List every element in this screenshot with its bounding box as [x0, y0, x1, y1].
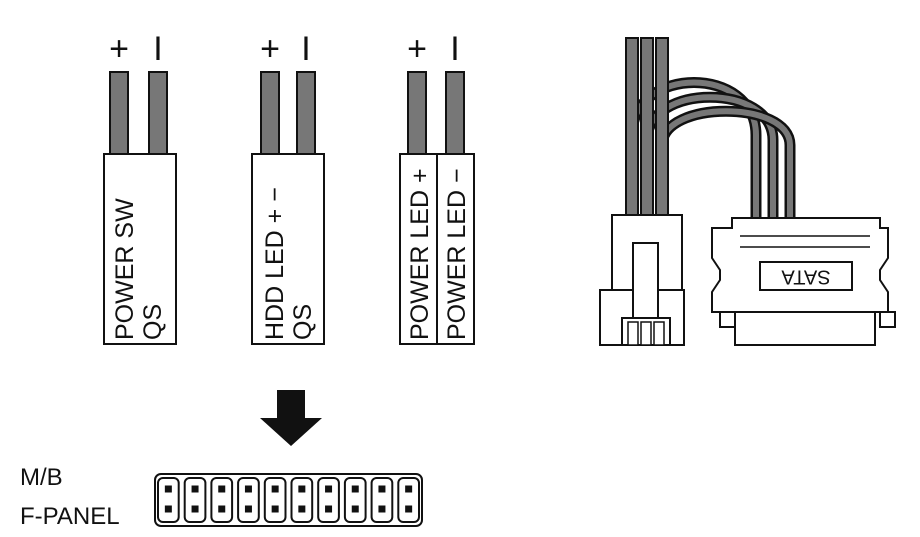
- header-pin: [164, 485, 172, 493]
- hdd-led-wire-minus: [296, 71, 316, 155]
- header-pin: [351, 505, 359, 513]
- power-sw-wire-minus: [148, 71, 168, 155]
- power-sw-plus-sign: +: [109, 30, 129, 68]
- power-sw-qs-label: QS: [139, 304, 167, 340]
- pin-slot: [237, 477, 260, 523]
- header-pin: [218, 485, 226, 493]
- power-led-minus-sign: I: [450, 30, 459, 68]
- power-led-connector: + I POWER LED + POWER LED −: [399, 30, 475, 345]
- sata-foot-left: [719, 311, 736, 328]
- pin-slot: [290, 477, 314, 523]
- header-pin: [325, 485, 333, 493]
- hdd-led-housing: [251, 153, 325, 345]
- power-led-minus-housing: [436, 153, 475, 345]
- header-pin: [271, 485, 279, 493]
- pin-slot: [317, 477, 340, 523]
- fpanel-pin-header: [154, 473, 423, 527]
- header-pin: [298, 505, 306, 513]
- pin-slot: [183, 477, 207, 523]
- pin-slot: [263, 477, 287, 523]
- power-sw-minus-sign: I: [153, 30, 162, 68]
- sata-wire-1: [625, 37, 639, 216]
- header-pin: [271, 505, 279, 513]
- header-pin: [244, 505, 252, 513]
- sata-label-box: [759, 261, 853, 291]
- power-sw-label: POWER SW: [111, 198, 139, 340]
- power-sw-connector: + I POWER SW QS: [103, 30, 177, 345]
- hdd-led-plus-sign: +: [260, 30, 280, 68]
- pin-slot: [210, 477, 234, 523]
- power-led-wire-minus: [445, 71, 465, 155]
- power-sw-housing: [103, 153, 177, 345]
- hdd-led-connector: + I HDD LED + − QS: [251, 30, 325, 345]
- header-pin: [405, 485, 413, 493]
- header-pin: [244, 485, 252, 493]
- header-pin: [378, 485, 386, 493]
- molex-pin-1: [627, 321, 639, 346]
- sata-foot-right: [879, 311, 896, 328]
- molex-pin-3: [653, 321, 665, 346]
- header-pin: [325, 505, 333, 513]
- molex-pin-2: [640, 321, 652, 346]
- header-pin: [218, 505, 226, 513]
- hdd-led-minus-sign: I: [301, 30, 310, 68]
- sata-skirt: [734, 311, 876, 346]
- hdd-led-label: HDD LED + −: [261, 187, 289, 340]
- header-pin: [378, 505, 386, 513]
- hdd-led-wire-plus: [260, 71, 280, 155]
- power-led-plus-label: POWER LED +: [406, 168, 434, 340]
- sata-wire-3: [655, 37, 669, 216]
- mb-label: M/B: [20, 464, 63, 491]
- pin-slot: [370, 477, 394, 523]
- header-pin: [191, 505, 199, 513]
- pin-slot: [157, 477, 180, 523]
- pin-slot: [343, 477, 367, 523]
- hdd-led-qs-label: QS: [289, 304, 317, 340]
- power-led-plus-housing: [399, 153, 438, 345]
- sata-power-adapter: SATA: [599, 37, 896, 346]
- pin-slot: [397, 477, 420, 523]
- header-pin: [298, 485, 306, 493]
- power-led-wire-plus: [407, 71, 427, 155]
- header-pin: [351, 485, 359, 493]
- power-led-minus-label: POWER LED −: [443, 168, 471, 340]
- fpanel-label: F-PANEL: [20, 503, 120, 530]
- power-sw-wire-plus: [109, 71, 129, 155]
- sata-wire-2: [640, 37, 654, 216]
- header-pin: [405, 505, 413, 513]
- header-pin: [191, 485, 199, 493]
- down-arrow-icon: [260, 390, 322, 446]
- header-pin: [164, 505, 172, 513]
- molex-latch: [632, 242, 659, 319]
- sata-label: SATA: [781, 266, 831, 288]
- power-led-plus-sign: +: [407, 30, 427, 68]
